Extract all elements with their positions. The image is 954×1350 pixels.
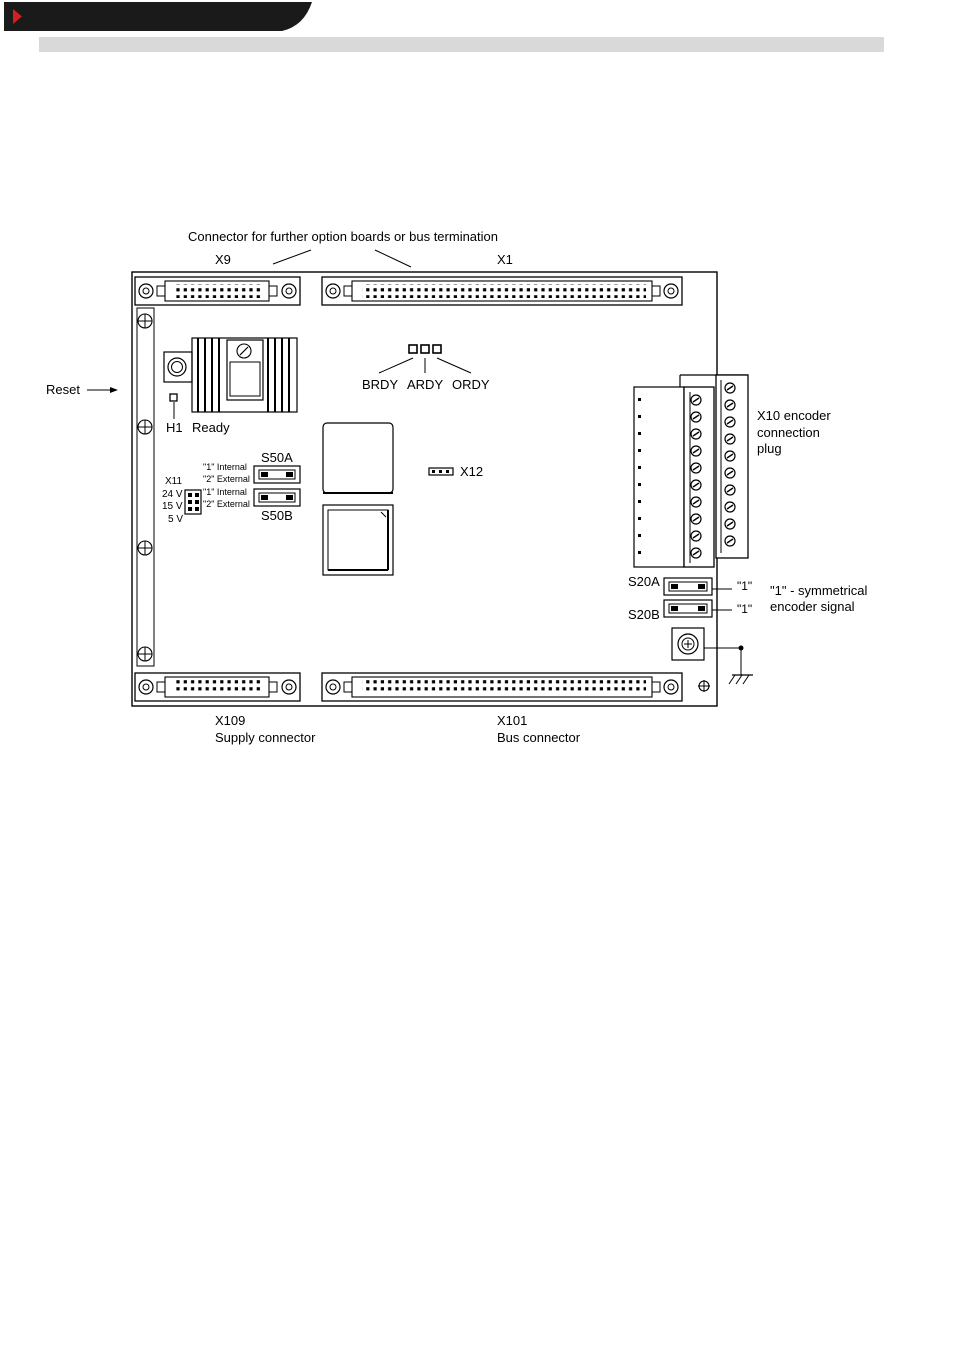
x11-24v-label: 24 V <box>162 489 183 500</box>
top-note-label: Connector for further option boards or b… <box>188 229 498 244</box>
symmetrical-label-line2: encoder signal <box>770 599 855 614</box>
mounting-hole-icon <box>138 647 152 661</box>
s50b-label: S50B <box>261 508 293 523</box>
s50b-external-label: "2" External <box>203 499 250 509</box>
x12-label: X12 <box>460 464 483 479</box>
board-mount-icon <box>698 680 710 692</box>
reset-label: Reset <box>46 382 80 397</box>
x12-jumper <box>429 468 453 475</box>
s50b-switch <box>254 489 300 506</box>
mounting-hole-icon <box>138 541 152 555</box>
heatsink <box>192 338 297 412</box>
s50a-internal-label: "1" Internal <box>203 462 247 472</box>
x109-label: X109 <box>215 713 245 728</box>
s50a-switch <box>254 466 300 483</box>
s50a-external-label: "2" External <box>203 474 250 484</box>
x101-label: X101 <box>497 713 527 728</box>
supply-connector-label: Supply connector <box>215 730 316 745</box>
s20a-switch <box>664 578 712 595</box>
chip-lower <box>323 505 393 575</box>
x10-pins <box>638 398 641 554</box>
x11-5v-label: 5 V <box>168 514 183 525</box>
x9-connector <box>135 277 300 305</box>
h1-label: H1 <box>166 420 183 435</box>
reset-button <box>164 352 192 382</box>
x10-label-line1: X10 encoder <box>757 408 831 423</box>
s20a-label: S20A <box>628 574 660 589</box>
s20a-value-label: "1" <box>737 579 752 593</box>
ready-label: Ready <box>192 420 230 435</box>
ardy-label: ARDY <box>407 377 443 392</box>
s20b-value-label: "1" <box>737 602 752 616</box>
brdy-label: BRDY <box>362 377 398 392</box>
x11-15v-label: 15 V <box>162 501 183 512</box>
bus-connector-label: Bus connector <box>497 730 581 745</box>
x101-connector <box>322 673 682 701</box>
x10-label-line2: connection <box>757 425 820 440</box>
x9-label: X9 <box>215 252 231 267</box>
x109-connector <box>135 673 300 701</box>
status-leds <box>379 345 471 373</box>
ground-symbol-icon <box>729 648 753 684</box>
x1-connector <box>322 277 682 305</box>
symmetrical-label-line1: "1" - symmetrical <box>770 583 867 598</box>
x11-label: X11 <box>165 476 182 487</box>
chip-upper <box>323 423 393 493</box>
s20b-switch <box>664 600 712 617</box>
left-rail <box>137 308 154 666</box>
s50a-label: S50A <box>261 450 293 465</box>
x11-jumper <box>185 490 201 514</box>
h1-led <box>170 394 177 401</box>
s50b-internal-label: "1" Internal <box>203 487 247 497</box>
ordy-label: ORDY <box>452 377 490 392</box>
mounting-hole-icon <box>138 420 152 434</box>
s20b-label: S20B <box>628 607 660 622</box>
ground-terminal <box>672 628 704 660</box>
x1-label: X1 <box>497 252 513 267</box>
x10-label-line3: plug <box>757 441 782 456</box>
mounting-hole-icon <box>138 314 152 328</box>
